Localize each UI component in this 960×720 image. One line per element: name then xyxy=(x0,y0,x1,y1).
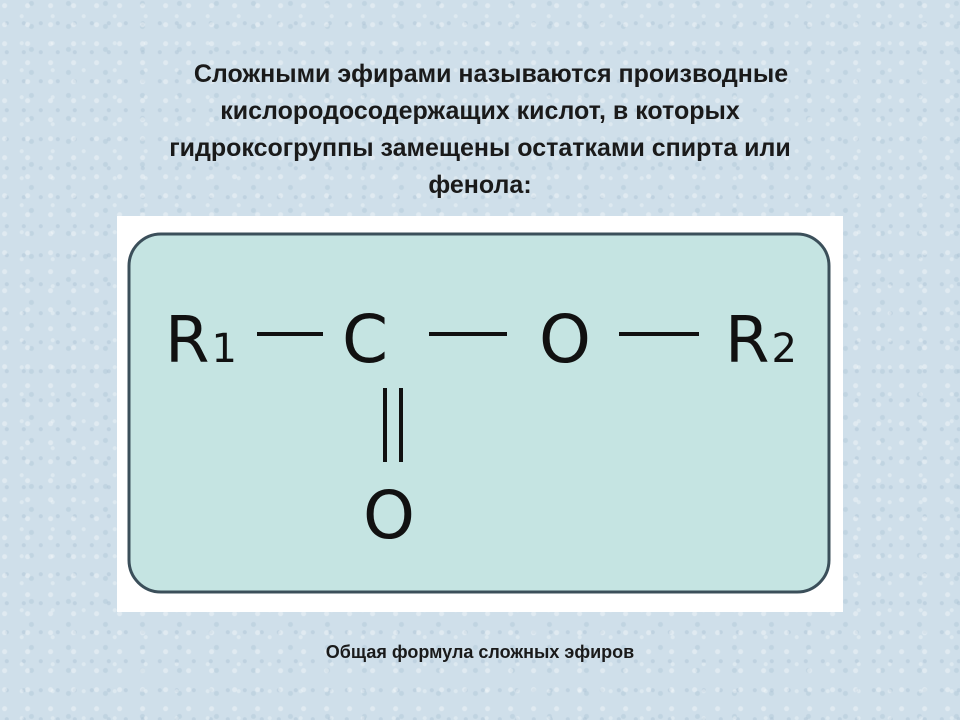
r2-group: R2 xyxy=(725,304,797,378)
title-line-2: кислородосодержащих кислот, в которых xyxy=(220,97,740,125)
carbonyl-oxygen-atom: O xyxy=(363,477,415,554)
slide-title: Сложными эфирами называются производные … xyxy=(40,56,920,204)
title-line-3: гидроксогруппы замещены остатками спирта… xyxy=(169,134,791,162)
r2-symbol: R xyxy=(725,304,769,378)
ester-formula-figure: R1 C O R2 O xyxy=(117,216,843,612)
r1-symbol: R xyxy=(165,304,209,378)
figure-caption: Общая формула сложных эфиров xyxy=(325,642,635,662)
title-line-1: Сложными эфирами называются производные xyxy=(193,60,789,88)
r2-subscript: 2 xyxy=(771,326,796,372)
formula-box xyxy=(127,232,831,594)
title-line-4: фенола: xyxy=(428,171,532,199)
carbon-atom: C xyxy=(342,301,388,378)
ester-formula-diagram: R1 C O R2 O xyxy=(127,232,831,594)
r1-group: R1 xyxy=(165,304,237,378)
ether-oxygen-atom: O xyxy=(539,301,591,378)
r1-subscript: 1 xyxy=(211,326,236,372)
